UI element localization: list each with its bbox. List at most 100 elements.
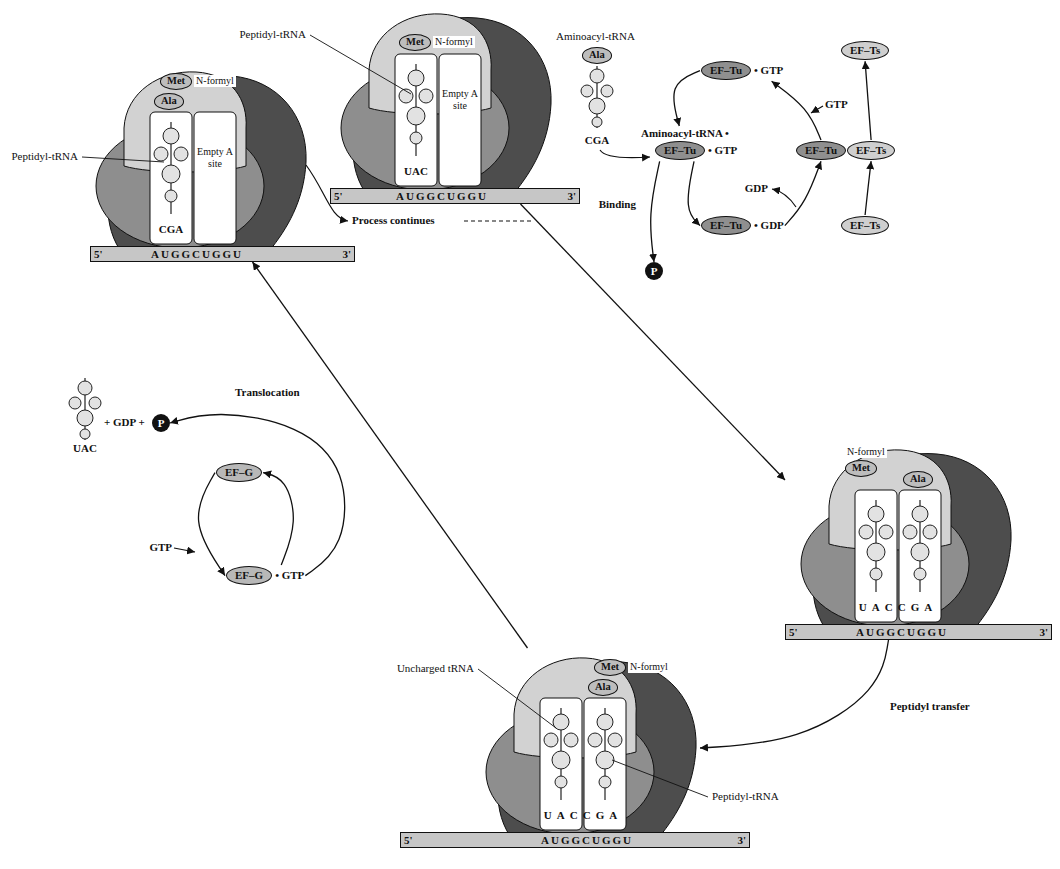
group-label: N-formyl [628, 661, 670, 673]
trna-loop [581, 85, 593, 97]
group-label: N-formyl [845, 446, 887, 458]
text-row: EF–Tu• GDP [701, 216, 784, 235]
flow-arrow [688, 161, 700, 225]
amino-acid-name: Met [399, 34, 431, 51]
trna-loop [165, 190, 177, 202]
trna-symbol [581, 66, 613, 128]
amino-acid-name: Ala [582, 47, 612, 64]
strand-end: 5' [334, 189, 343, 203]
leader-line [310, 35, 411, 94]
group-label: N-formyl [194, 75, 236, 87]
flow-arrow [521, 204, 786, 480]
trna-loop [599, 776, 611, 788]
callout-label: Process continues [352, 214, 435, 227]
trna-loop [912, 506, 928, 522]
ribosome-shape [325, 4, 555, 204]
phosphate-circle: P [152, 414, 170, 432]
trna-symbol [859, 500, 893, 592]
trna-loop [419, 89, 433, 103]
callout-label: CGA [577, 134, 617, 147]
trna-loop [78, 381, 92, 395]
flow-arrow [772, 81, 821, 140]
text-row: EF–Tu• GTP [641, 141, 737, 160]
text-row: EF–Tu [796, 141, 846, 160]
mrna-strand: 5'AUGGCUGGU3' [785, 624, 1052, 640]
factor-group: EF–G• GTP [225, 565, 305, 586]
trna-loop [596, 751, 614, 769]
strand-end: 5' [404, 833, 413, 847]
trna-loop [859, 525, 873, 539]
trna-loop [154, 147, 168, 161]
complex-label: • GTP [708, 144, 737, 157]
factor-group: EF–G [215, 462, 263, 483]
trna-loop [601, 85, 613, 97]
anticodon: UACCGA [855, 601, 941, 614]
input-arrow [811, 106, 823, 113]
trna-site [150, 112, 192, 244]
factor-oval: EF–Ts [847, 141, 895, 160]
trna-loop [174, 147, 188, 161]
group-label: N-formyl [433, 36, 475, 48]
factor-group: EF–Ts [840, 40, 890, 61]
trna-loop [870, 568, 882, 580]
callout-label: Aminoacyl-tRNA [556, 30, 635, 43]
amino-acid-name: Ala [588, 679, 618, 696]
step-label: Peptidyl transfer [890, 700, 970, 713]
factor-group: EF–Tu• GDP [700, 215, 785, 236]
complex-label: • GDP [754, 219, 784, 232]
ribosome-shape [80, 62, 310, 262]
factor-group: EF–Ts [846, 140, 896, 161]
text-row: Aminoacyl-tRNA • [641, 127, 729, 140]
trna-symbol [903, 500, 937, 592]
mrna-strand: 5' AUGGCUGGU 3' [330, 188, 580, 204]
strand-end: 5' [789, 625, 798, 639]
trna-loop [408, 70, 424, 86]
factor-oval: EF–G [226, 566, 272, 585]
site-label: Empty A site [439, 88, 481, 111]
trna-symbol [544, 708, 578, 800]
release-arrow [772, 189, 796, 207]
flow-arrow [785, 161, 821, 225]
codon-sequence: AUGGCUGGU [541, 833, 633, 847]
trna-loop [410, 132, 422, 144]
flow-arrow [700, 640, 889, 748]
trna-loop [867, 543, 885, 561]
phosphate-circle: P [645, 262, 663, 280]
callout-label: + GDP + [104, 416, 145, 429]
trna-loop [163, 128, 179, 144]
ribosome: Empty A siteCGAAlaMetN-formyl [80, 62, 310, 262]
flow-arrow [263, 473, 293, 565]
amino-acid-name: Ala [903, 471, 933, 488]
strand-end: 5' [94, 247, 103, 261]
anticodon: CGA [150, 223, 192, 236]
trna-loop [588, 733, 602, 747]
flow-arrow [198, 473, 225, 576]
mrna-strand: 5'AUGGCUGGU3' [400, 832, 750, 848]
trna-loop [911, 543, 929, 561]
amino-acid-name: Met [160, 73, 192, 90]
factor-oval: EF–Tu [701, 216, 751, 235]
codon-sequence: AUGGCUGGU [396, 189, 488, 203]
complex-label: Aminoacyl-tRNA • [641, 127, 729, 140]
flow-arrow [865, 161, 871, 215]
factor-oval: EF–Ts [841, 41, 889, 60]
amino-acid-oval: Ala [903, 471, 933, 488]
factor-oval: EF–Ts [841, 216, 889, 235]
trna-symbol [399, 64, 433, 156]
trna-loop [597, 714, 613, 730]
phosphate-label: P [651, 266, 658, 277]
callout-label: Peptidyl-tRNA [0, 150, 78, 163]
strand-end: 3' [567, 189, 576, 203]
codon-sequence: AUGGCUGGU [151, 247, 243, 261]
mrna-strand: 5'AUGGCUGGU3' [90, 246, 355, 262]
flow-arrow [674, 71, 700, 126]
amino-acid-oval: MetN-formyl [399, 34, 475, 51]
leader-line [82, 157, 164, 162]
trna-loop [80, 429, 90, 439]
amino-acid-oval: Ala [588, 679, 618, 696]
amino-acid-name: Ala [154, 93, 184, 110]
anticodon: UACCGA [540, 809, 626, 822]
trna-loop [555, 776, 567, 788]
trna-symbol [154, 122, 188, 214]
